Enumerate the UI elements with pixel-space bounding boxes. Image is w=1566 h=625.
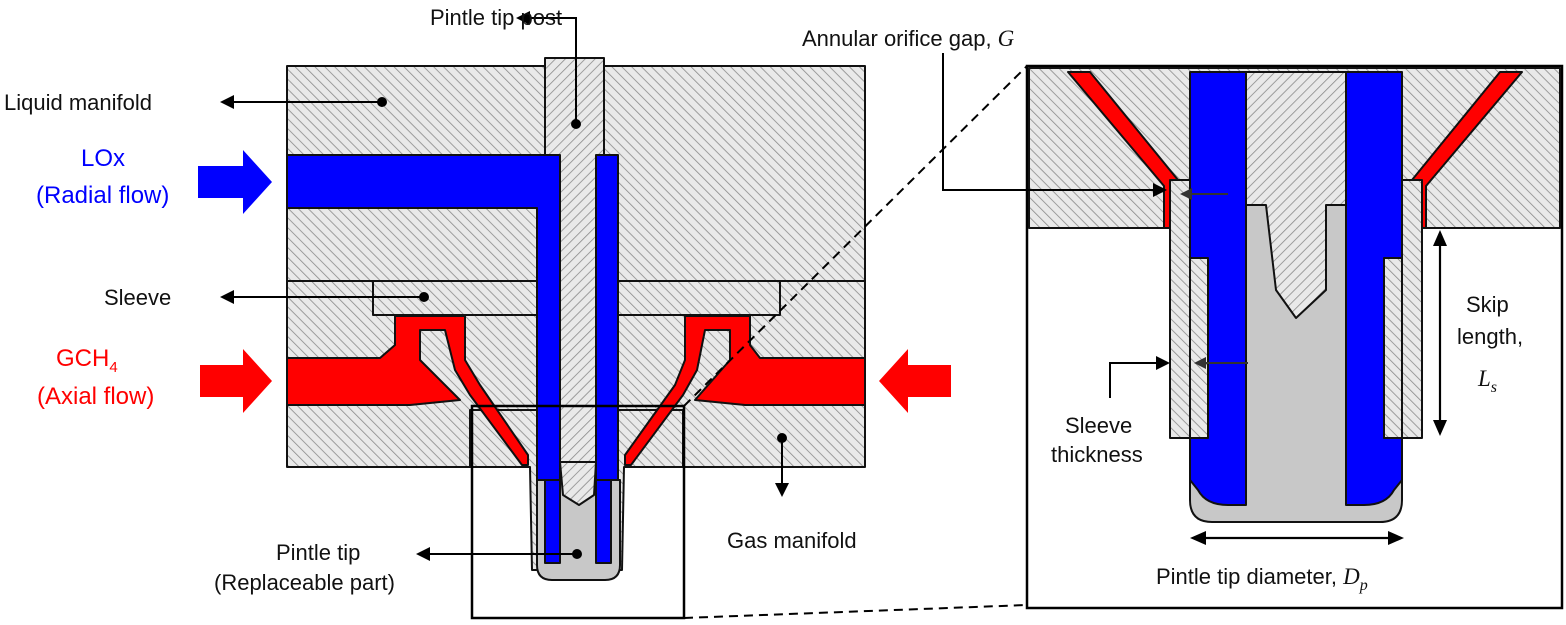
label-sleeve-thickness-1: Sleeve — [1065, 413, 1132, 438]
detail-sleeve-right — [1401, 179, 1423, 439]
label-gch4: GCH4 — [56, 345, 118, 376]
detail-window — [470, 404, 686, 620]
label-pintle-tip-note: (Replaceable part) — [214, 570, 395, 595]
lox-flow-arrow — [198, 150, 272, 214]
label-gas-manifold: Gas manifold — [727, 528, 857, 553]
label-annular-gap: Annular orifice gap, G — [802, 26, 1015, 51]
label-pintle-tip-post: Pintle tip post — [430, 5, 562, 30]
gch4-flow-arrow-left — [200, 349, 272, 413]
label-gch4-desc: (Axial flow) — [37, 383, 154, 410]
label-pintle-tip: Pintle tip — [276, 540, 360, 565]
label-skip: Skip — [1466, 292, 1509, 317]
gch4-channel-right — [624, 315, 866, 466]
detail-view — [1025, 64, 1564, 610]
label-sleeve-thickness-2: thickness — [1051, 442, 1143, 467]
gch4-channel-left — [286, 315, 529, 466]
label-skip-length: length, — [1457, 324, 1523, 349]
zoom-line-bottom — [683, 604, 1028, 619]
zoom-line-top — [683, 65, 1028, 407]
detail-post — [1245, 71, 1347, 319]
gch4-flow-arrow-right — [879, 349, 951, 413]
label-lox-desc: (Radial flow) — [36, 182, 169, 209]
label-liquid-manifold: Liquid manifold — [4, 90, 152, 115]
detail-sleeve-left — [1169, 179, 1191, 439]
label-sleeve: Sleeve — [104, 285, 171, 310]
label-lox: LOx — [81, 145, 125, 172]
injector-cross-section — [286, 57, 866, 620]
label-tip-diameter: Pintle tip diameter, Dp — [1156, 564, 1368, 594]
label-skip-symbol: Ls — [1477, 366, 1497, 396]
